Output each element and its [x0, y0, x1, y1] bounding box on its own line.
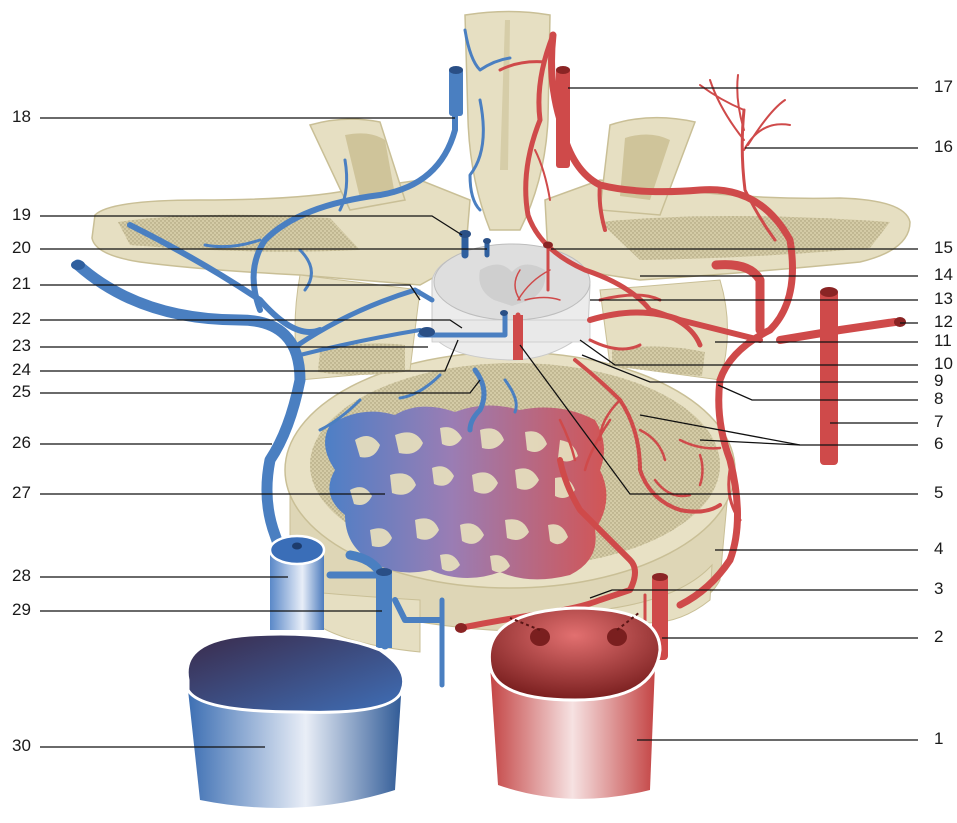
label-20: 20 — [12, 238, 31, 258]
label-23: 23 — [12, 336, 31, 356]
label-19: 19 — [12, 205, 31, 225]
inferior-vena-cava — [187, 634, 404, 808]
label-6: 6 — [934, 434, 943, 454]
label-1: 1 — [934, 729, 943, 749]
label-24: 24 — [12, 360, 31, 380]
label-27: 27 — [12, 483, 31, 503]
label-21: 21 — [12, 274, 31, 294]
label-26: 26 — [12, 433, 31, 453]
label-17: 17 — [934, 77, 953, 97]
label-29: 29 — [12, 600, 31, 620]
label-14: 14 — [934, 265, 953, 285]
label-12: 12 — [934, 312, 953, 332]
label-11: 11 — [934, 331, 952, 351]
small-vein-cylinder — [270, 536, 324, 630]
aorta — [489, 608, 660, 799]
label-5: 5 — [934, 483, 943, 503]
label-18: 18 — [12, 107, 31, 127]
label-13: 13 — [934, 289, 953, 309]
label-7: 7 — [934, 412, 943, 432]
label-3: 3 — [934, 579, 943, 599]
label-8: 8 — [934, 389, 943, 409]
label-28: 28 — [12, 566, 31, 586]
label-22: 22 — [12, 309, 31, 329]
label-15: 15 — [934, 238, 953, 258]
label-16: 16 — [934, 137, 953, 157]
label-9: 9 — [934, 371, 943, 391]
label-2: 2 — [934, 627, 943, 647]
label-25: 25 — [12, 382, 31, 402]
label-30: 30 — [12, 736, 31, 756]
label-4: 4 — [934, 539, 943, 559]
